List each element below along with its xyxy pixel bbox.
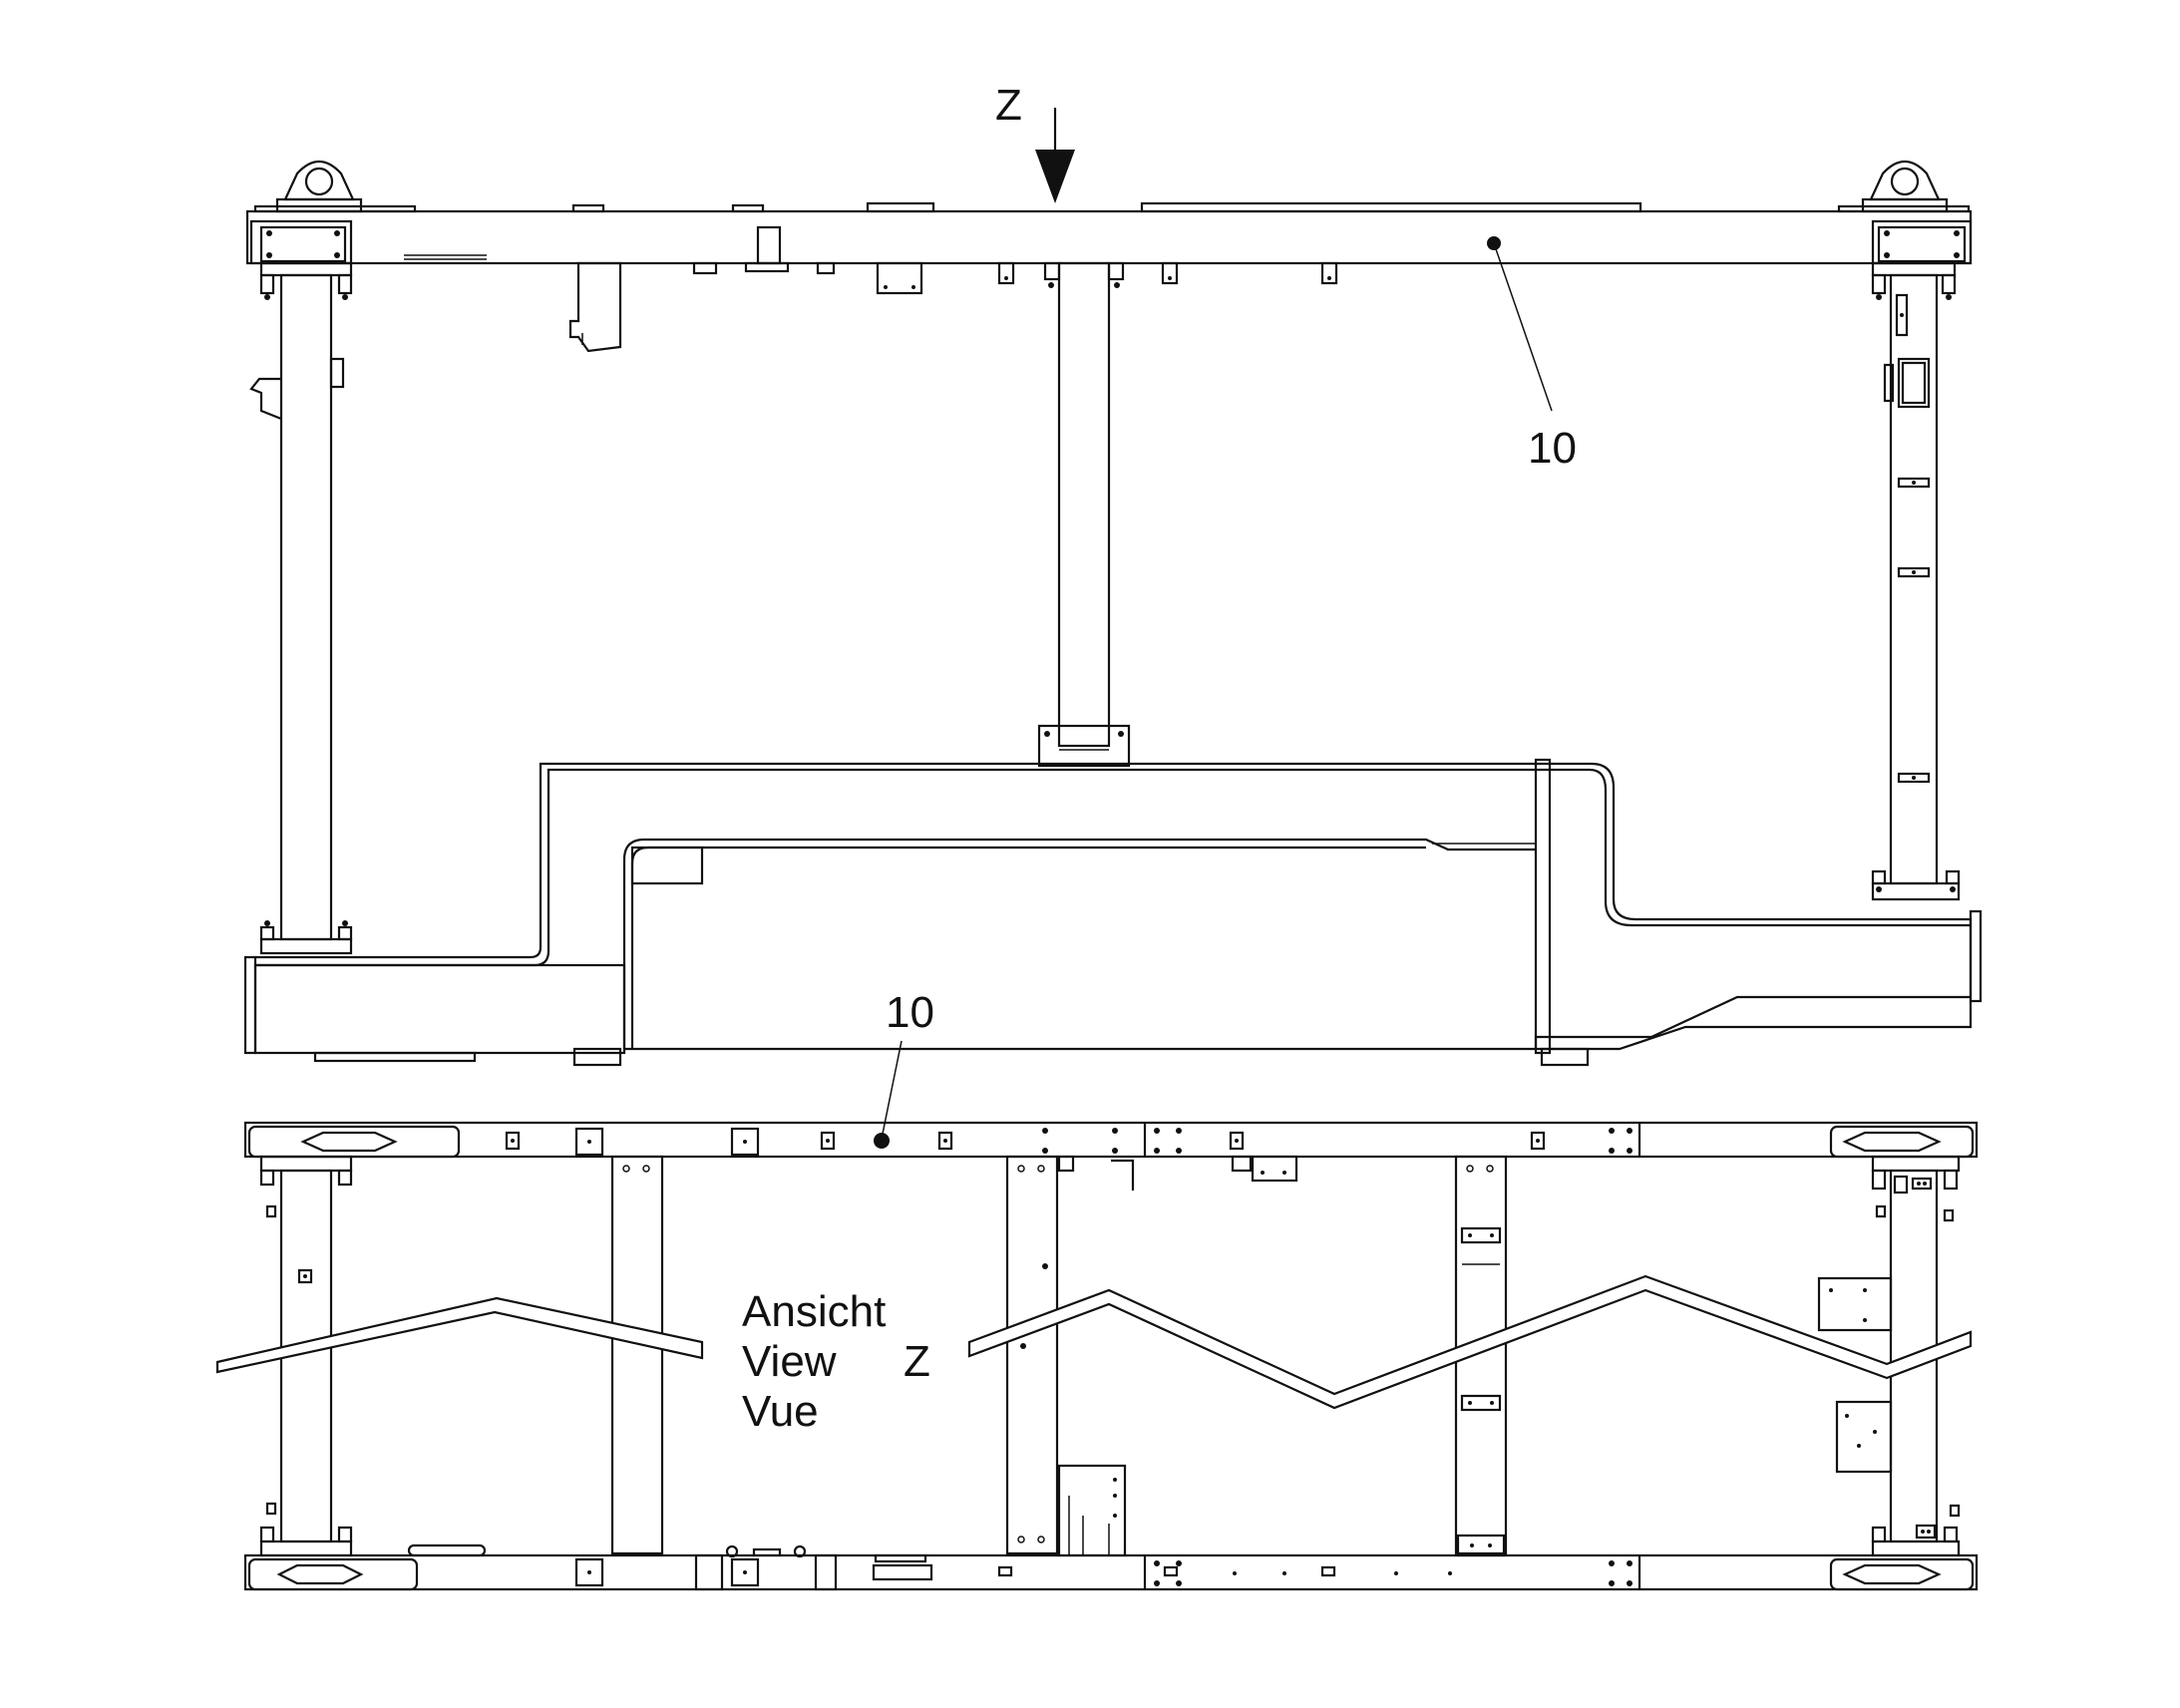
break-line-right (967, 1274, 1973, 1410)
lifting-eye-left (275, 160, 363, 213)
lifting-eye-right (1861, 160, 1949, 213)
view-caption-letter: Z (904, 1337, 930, 1386)
lower-frame-outer (255, 762, 1973, 1051)
callout-label-top: 10 (1528, 424, 1577, 473)
callout-dot-bottom (874, 1133, 890, 1149)
view-caption-line2: View (742, 1337, 837, 1386)
bottom-column-2 (610, 1155, 664, 1555)
bottom-view: 10 Ansicht View Vue Z (215, 988, 1979, 1591)
middle-column (1057, 261, 1111, 748)
break-line-left (215, 1296, 704, 1374)
left-column (279, 273, 333, 941)
view-caption-line3: Vue (742, 1387, 819, 1436)
bottom-top-rail (243, 1121, 1979, 1159)
top-view: Z 10 (243, 81, 1983, 1067)
lower-frame-inner (622, 838, 1536, 1049)
bottom-bottom-rail (243, 1553, 1979, 1591)
z-arrow-label: Z (995, 81, 1022, 130)
z-view-arrow (1035, 108, 1075, 203)
top-beam (245, 209, 1973, 265)
callout-label-bottom: 10 (886, 988, 934, 1037)
view-caption-line1: Ansicht (742, 1287, 886, 1336)
bottom-column-3 (1005, 1155, 1059, 1555)
